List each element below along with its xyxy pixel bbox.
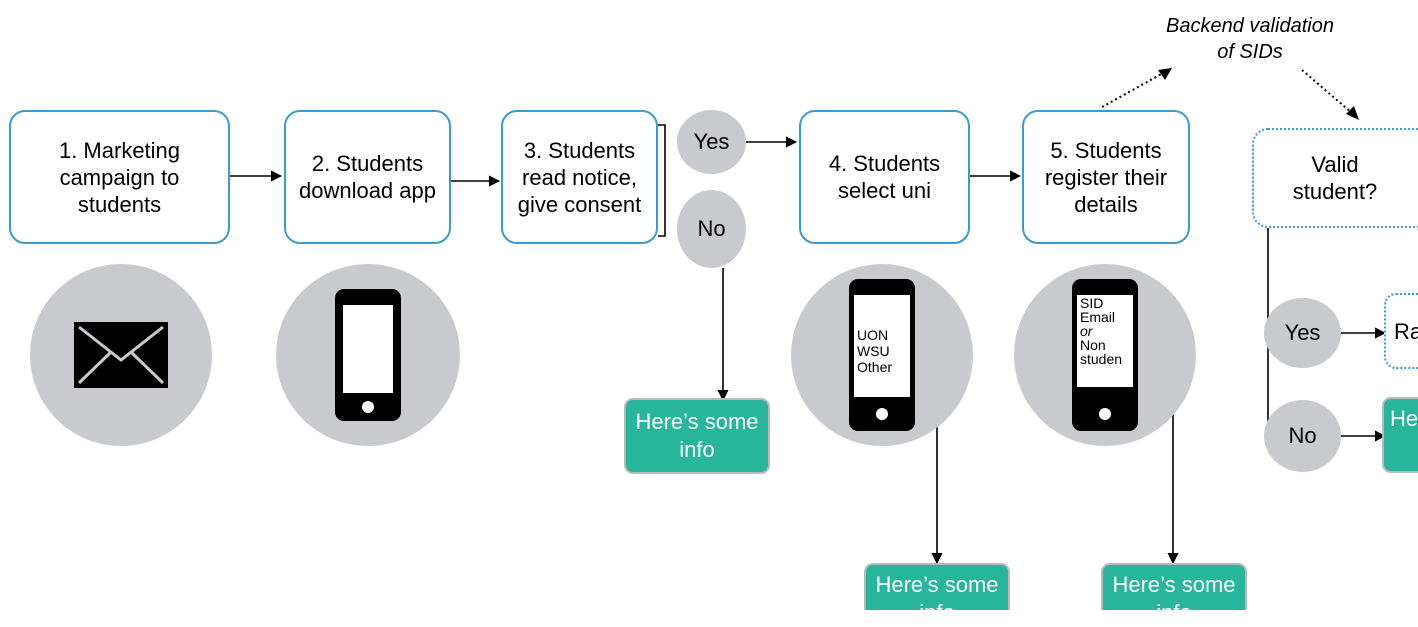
dotted-arrow-to-note [1101, 71, 1166, 108]
smartphone-icon [335, 289, 401, 421]
smartphone-icon: SID Email or Non studen [1072, 279, 1138, 431]
step-label: 3. Students read notice, give consent [517, 137, 642, 217]
info-box-no-consent: Here’s some info [624, 398, 770, 474]
register-field-email: Email [1080, 309, 1116, 325]
step-register-details: 5. Students register their details [1022, 110, 1190, 244]
step-label: 2. Students download app [298, 151, 436, 203]
bracket-3 [658, 124, 666, 237]
decision-yes: Yes [677, 110, 746, 174]
decision-label: No [1288, 423, 1317, 448]
register-field-non: Non [1080, 337, 1106, 353]
decision-valid-yes: Yes [1264, 298, 1341, 368]
phone-uni-circle: UON WSU Other [791, 264, 973, 446]
register-field-student: studen [1080, 351, 1123, 367]
home-button-icon [1099, 408, 1111, 420]
backend-validation-note: Backend validation of SIDs [1130, 13, 1370, 65]
step-label: Ra [1394, 318, 1418, 344]
decision-label: Yes [1284, 320, 1321, 345]
info-label: He [1390, 406, 1418, 431]
phone-register-circle: SID Email or Non studen [1014, 264, 1196, 446]
step-label: 5. Students register their details [1044, 137, 1168, 217]
info-label: Here’s some info [635, 409, 759, 462]
uni-options-screen: UON WSU Other [854, 295, 910, 397]
connectors [230, 68, 1387, 565]
decision-no: No [677, 190, 746, 268]
home-button-icon [362, 401, 374, 413]
decision-valid-no: No [1264, 400, 1341, 472]
flow-diagram: 1. Marketing campaign to students 2. Stu… [9, 13, 1418, 625]
uni-option-uon: UON [857, 327, 889, 343]
info-label: Here’s some info [875, 572, 999, 625]
step-label: 4. Students select uni [828, 151, 941, 203]
dotted-arrowhead-1 [1158, 68, 1172, 80]
info-box-invalid-student: He [1382, 397, 1418, 473]
info-label: Here’s some info [1112, 572, 1236, 625]
uni-option-other: Other [857, 359, 893, 375]
smartphone-icon: UON WSU Other [849, 279, 915, 431]
info-box-non-student: Here’s some info [1101, 563, 1247, 625]
envelope-icon-circle [30, 264, 212, 446]
register-field-sid: SID [1080, 295, 1104, 311]
home-button-icon [876, 408, 888, 420]
step-valid-student: Valid student? [1252, 128, 1418, 228]
phone-icon-circle [276, 264, 460, 446]
uni-option-wsu: WSU [857, 343, 890, 359]
register-screen: SID Email or Non studen [1077, 295, 1133, 387]
envelope-icon [74, 322, 168, 388]
step-marketing-campaign: 1. Marketing campaign to students [9, 110, 230, 244]
step-select-uni: 4. Students select uni [799, 110, 970, 244]
phone-screen [343, 305, 393, 393]
register-or: or [1080, 323, 1093, 339]
step-label: Valid student? [1292, 152, 1378, 204]
info-box-other-uni: Here’s some info [864, 563, 1010, 625]
step-download-app: 2. Students download app [284, 110, 451, 244]
note-label: Backend validation of SIDs [1166, 15, 1334, 63]
dotted-arrow-from-note [1301, 69, 1353, 114]
dotted-arrowhead-2 [1346, 106, 1359, 120]
decision-label: No [697, 216, 726, 241]
step-ra-cut: Ra [1384, 293, 1418, 369]
step-read-notice: 3. Students read notice, give consent [501, 110, 658, 244]
decision-label: Yes [693, 129, 730, 154]
step-label: 1. Marketing campaign to students [58, 137, 181, 217]
